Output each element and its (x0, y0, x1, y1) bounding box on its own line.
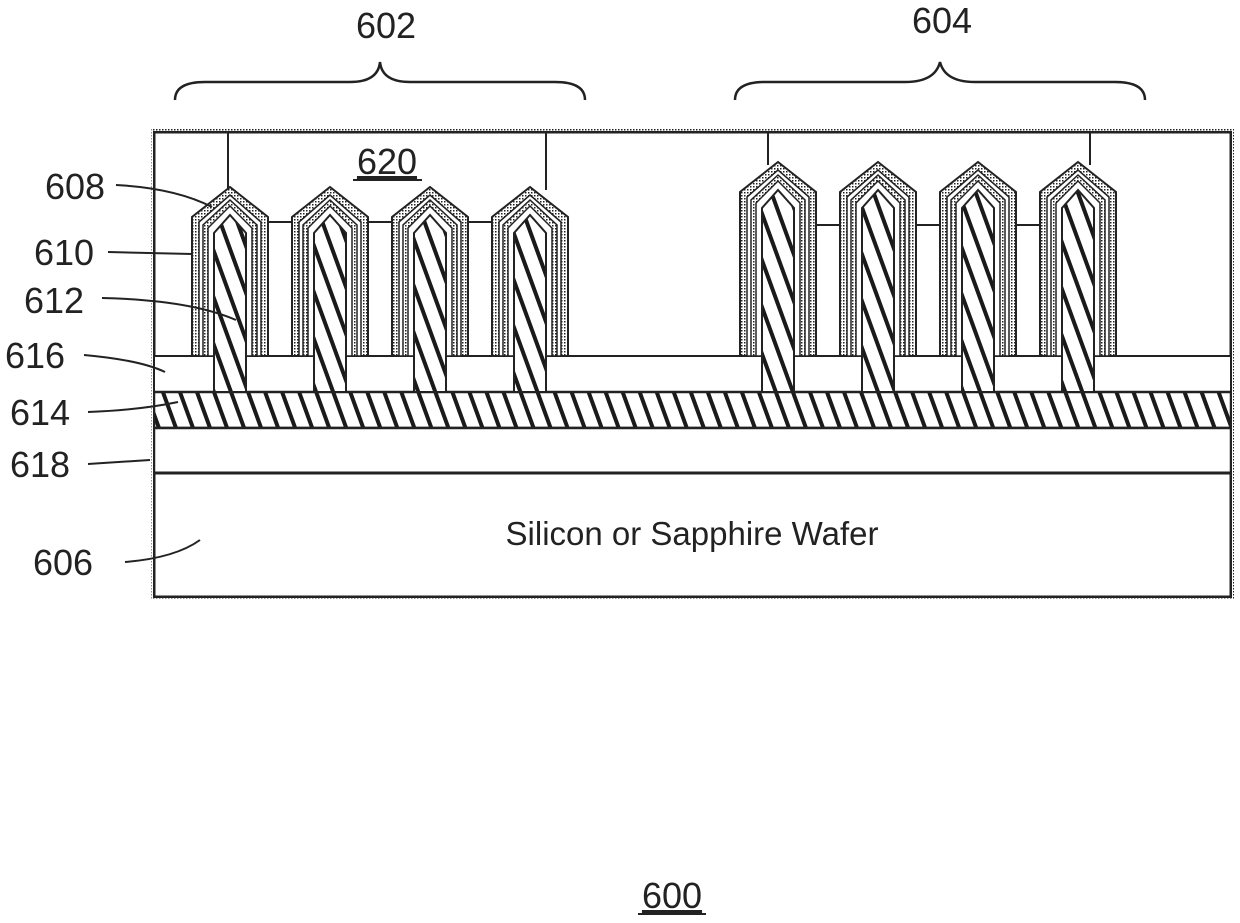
figure-number: 600 (642, 875, 702, 916)
fin-core-612 (414, 215, 446, 392)
substrate-text: Silicon or Sapphire Wafer (506, 515, 879, 552)
fin-core-612 (962, 190, 994, 392)
fill-label-620: 620 (357, 141, 417, 182)
fin-core-612 (1062, 190, 1094, 392)
region-602-brace (175, 62, 585, 100)
buffer-layer-618 (154, 428, 1231, 473)
hatched-layer-614 (154, 392, 1231, 428)
region-604-label: 604 (912, 0, 972, 41)
fin-core-612 (762, 190, 794, 392)
label-616: 616 (5, 335, 65, 376)
label-612: 612 (24, 280, 84, 321)
fin-core-612 (514, 215, 546, 392)
fin-core-612 (862, 190, 894, 392)
region-602-label: 602 (356, 5, 416, 46)
label-608: 608 (45, 166, 105, 207)
label-610: 610 (34, 232, 94, 273)
fin-core-612 (214, 215, 246, 392)
label-618: 618 (10, 444, 70, 485)
label-614: 614 (10, 392, 70, 433)
label-606: 606 (33, 542, 93, 583)
fin-core-612 (314, 215, 346, 392)
leader-618 (88, 460, 150, 464)
region-604-brace (735, 62, 1145, 100)
